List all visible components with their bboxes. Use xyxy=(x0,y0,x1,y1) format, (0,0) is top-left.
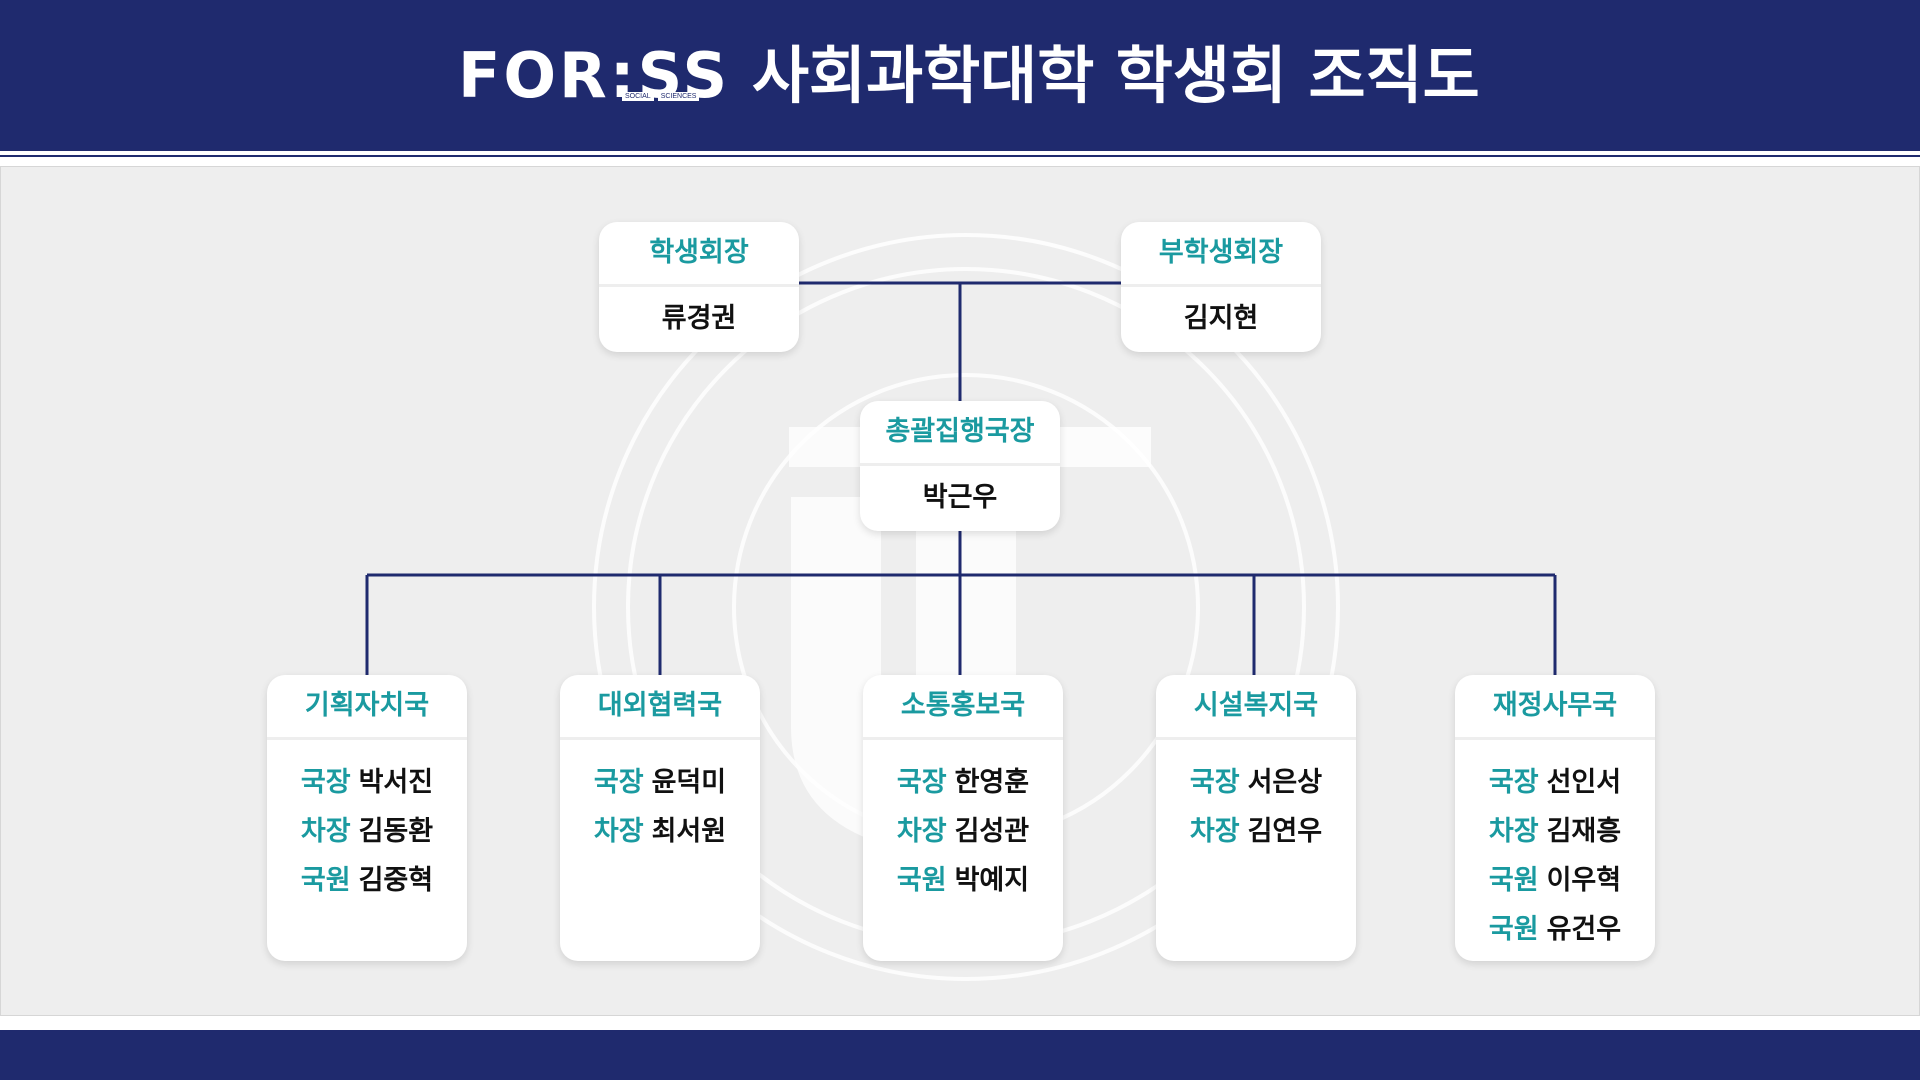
executive-director-name: 박근우 xyxy=(922,482,998,513)
member-role: 차장 xyxy=(593,816,644,847)
member-role: 차장 xyxy=(896,816,947,847)
member-name: 최서원 xyxy=(651,816,727,847)
executive-director-card: 총괄집행국장 박근우 xyxy=(860,401,1060,531)
logo-sub-sciences: SCIENCES xyxy=(657,92,700,101)
member-name: 박서진 xyxy=(358,767,434,798)
member-role: 국장 xyxy=(1189,767,1240,798)
president-card: 학생회장 류경권 xyxy=(599,222,799,352)
header-divider xyxy=(0,155,1920,157)
president-name: 류경권 xyxy=(661,303,737,334)
member-role: 국장 xyxy=(896,767,947,798)
page-title: 사회과학대학 학생회 조직도 xyxy=(752,39,1480,112)
member-name: 이우혁 xyxy=(1546,865,1622,896)
department-title: 소통홍보국 xyxy=(863,675,1063,740)
vice-president-title: 부학생회장 xyxy=(1121,222,1321,287)
member-role: 국원 xyxy=(896,865,947,896)
member-name: 김중혁 xyxy=(358,865,434,896)
logo-subtitle: SOCIAL SCIENCES xyxy=(622,92,700,101)
member-name: 김재흥 xyxy=(1546,816,1622,847)
header-bar: FOR:SS SOCIAL SCIENCES 사회과학대학 학생회 조직도 xyxy=(0,0,1920,151)
member-name: 서은상 xyxy=(1247,767,1323,798)
member-role: 국장 xyxy=(1488,767,1539,798)
department-title: 기획자치국 xyxy=(267,675,467,740)
department-title: 재정사무국 xyxy=(1455,675,1655,740)
department-title: 대외협력국 xyxy=(560,675,760,740)
member-name: 한영훈 xyxy=(954,767,1030,798)
connector-lines xyxy=(365,281,1557,675)
member-name: 김성관 xyxy=(954,816,1030,847)
member-name: 윤덕미 xyxy=(651,767,727,798)
member-name: 유건우 xyxy=(1546,914,1622,945)
member-role: 차장 xyxy=(1488,816,1539,847)
president-title: 학생회장 xyxy=(599,222,799,287)
forss-logo: FOR:SS SOCIAL SCIENCES xyxy=(458,45,730,107)
member-role: 차장 xyxy=(1189,816,1240,847)
department-title: 시설복지국 xyxy=(1156,675,1356,740)
member-name: 김연우 xyxy=(1247,816,1323,847)
executive-director-title: 총괄집행국장 xyxy=(860,401,1060,466)
vice-president-name: 김지현 xyxy=(1183,303,1259,334)
member-name: 선인서 xyxy=(1546,767,1622,798)
member-role: 국원 xyxy=(300,865,351,896)
member-name: 박예지 xyxy=(954,865,1030,896)
footer-bar xyxy=(0,1030,1920,1080)
member-name: 김동환 xyxy=(358,816,434,847)
member-role: 국장 xyxy=(300,767,351,798)
logo-sub-social: SOCIAL xyxy=(622,92,654,101)
vice-president-card: 부학생회장 김지현 xyxy=(1121,222,1321,352)
member-role: 국원 xyxy=(1488,914,1539,945)
member-role: 국장 xyxy=(593,767,644,798)
member-role: 차장 xyxy=(300,816,351,847)
member-role: 국원 xyxy=(1488,865,1539,896)
